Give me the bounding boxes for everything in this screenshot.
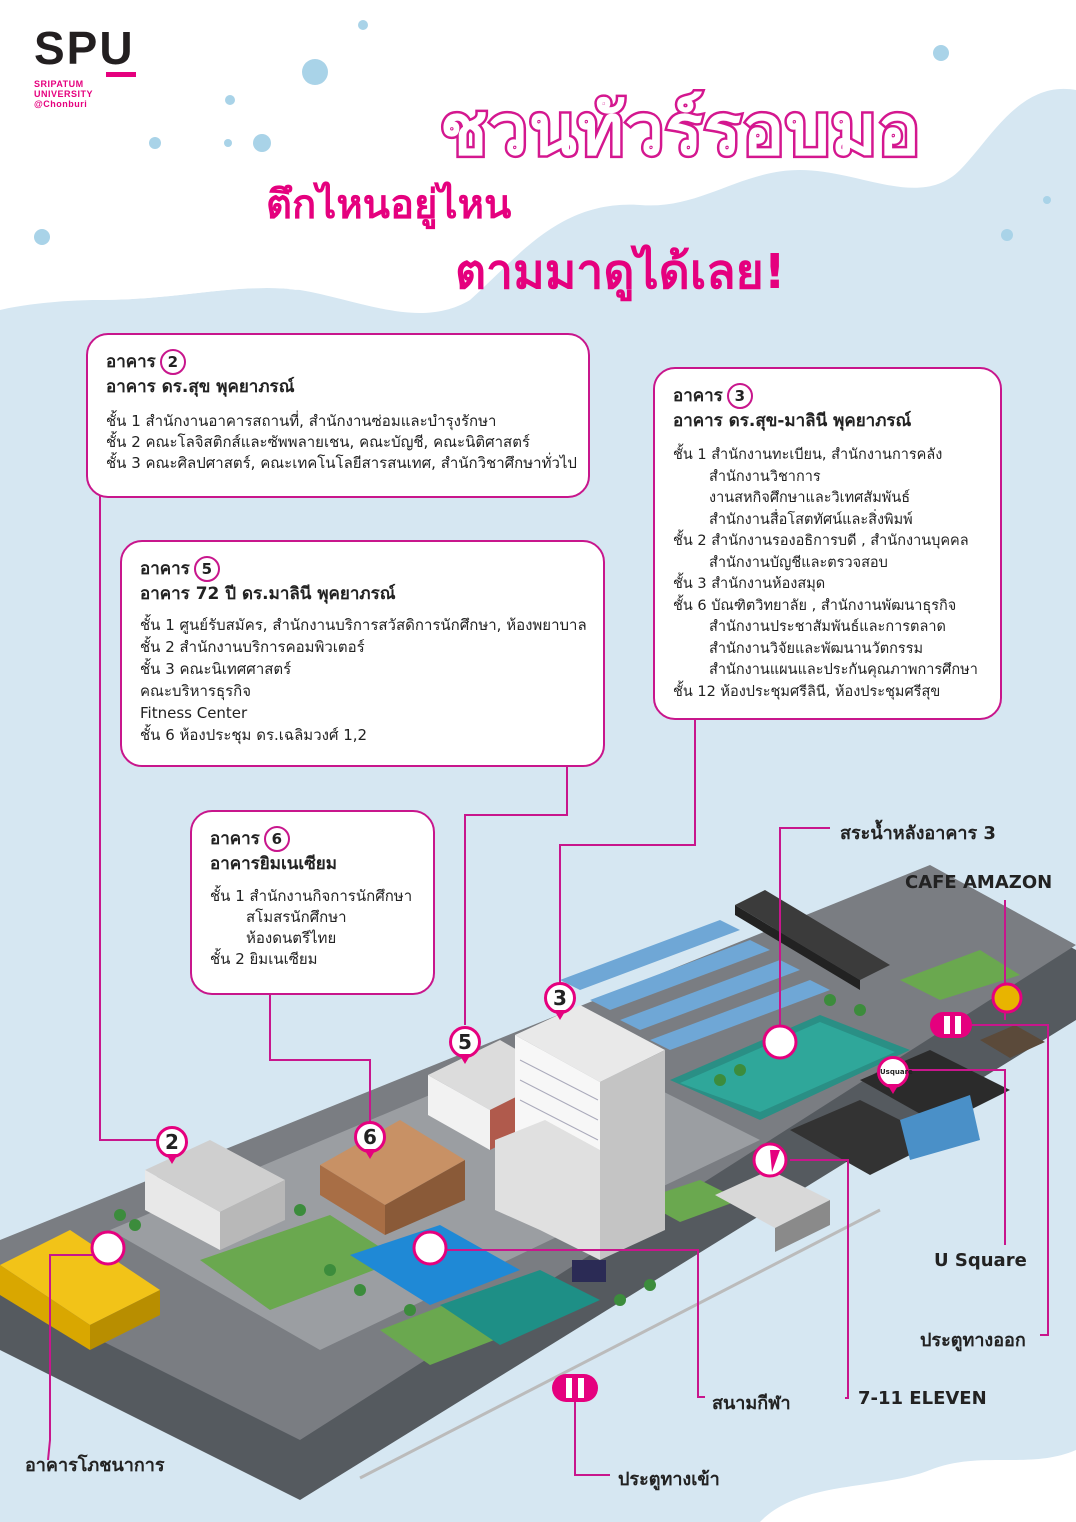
building-2-label: อาคาร xyxy=(106,352,156,372)
building-3-label: อาคาร xyxy=(673,386,723,406)
cafe-amazon-label: CAFE AMAZON xyxy=(905,872,1053,893)
stadium-label: สนามกีฬา xyxy=(712,1393,791,1414)
usquare-label: U Square xyxy=(934,1250,1027,1271)
building-2-number: 2 xyxy=(159,349,186,375)
usquare-pin: Usquare xyxy=(877,1056,913,1094)
building-6-name: อาคารยิมเนเซียม xyxy=(210,854,337,874)
building-3-name: อาคาร ดร.สุข-มาลินี พุคยาภรณ์ xyxy=(673,411,912,431)
exit-gate-label: ประตูทางออก xyxy=(920,1330,1026,1351)
building-3-floor-line: สำนักงานสื่อโสตทัศน์และสิ่งพิมพ์ xyxy=(709,511,913,528)
building-5-floor-line: ชั้น 3 คณะนิเทศศาสตร์ xyxy=(140,660,292,678)
building-5-floor-line: ชั้น 2 สำนักงานบริการคอมพิวเตอร์ xyxy=(140,638,365,656)
subtitle-1: ตึกไหนอยู่ไหน xyxy=(266,182,512,228)
subtitle-2: ตามมาดูได้เลย! xyxy=(455,244,786,300)
building-3-floor-line: งานสหกิจศึกษาและวิเทศสัมพันธ์ xyxy=(709,490,911,506)
building-3-floor-line: ชั้น 1 สำนักงานทะเบียน, สำนักงานการคลัง xyxy=(673,447,943,463)
building-6-floor-line: ชั้น 1 สำนักงานกิจการนักศึกษา xyxy=(210,887,413,905)
building-5-floor-line: ชั้น 1 ศูนย์รับสมัคร, สำนักงานบริการสวัส… xyxy=(140,616,587,634)
building-3-floor-line: สำนักงานบัญชีและตรวจสอบ xyxy=(709,554,888,571)
pool-label: สระน้ำหลังอาคาร 3 xyxy=(840,823,996,844)
building-3-floor-line: สำนักงานวิชาการ xyxy=(709,468,821,485)
seven-eleven-label: 7-11 ELEVEN xyxy=(858,1388,987,1409)
building-2-floor-line: ชั้น 2 คณะโลจิสติกส์และซัพพลายเชน, คณะบั… xyxy=(106,433,530,451)
building-2-name: อาคาร ดร.สุข พุคยาภรณ์ xyxy=(106,377,295,397)
building-6-floor-line: สโมสรนักศึกษา xyxy=(246,908,347,926)
building-5-pin: 5 xyxy=(449,1026,481,1064)
logo-line2: UNIVERSITY xyxy=(34,89,94,99)
logo-line1: SRIPATUM xyxy=(34,79,84,89)
canteen-label: อาคารโภชนาการ xyxy=(25,1455,165,1476)
entrance-gate-label: ประตูทางเข้า xyxy=(618,1469,720,1490)
building-5-floor-line: คณะบริหารธุรกิจ xyxy=(140,682,252,700)
building-2-pin: 2 xyxy=(156,1126,188,1164)
building-3-floor-line: ชั้น 12 ห้องประชุมศรีลินี, ห้องประชุมศรี… xyxy=(673,683,941,700)
building-6-floor-line: ชั้น 2 ยิมเนเซียม xyxy=(210,950,318,968)
building-3-floor-line: สำนักงานวิจัยและพัฒนานวัตกรรม xyxy=(709,640,924,657)
building-6-number: 6 xyxy=(263,826,290,852)
building-3-number: 3 xyxy=(726,383,753,409)
building-5-label: อาคาร xyxy=(140,559,190,579)
building-6-floor-line: ห้องดนตรีไทย xyxy=(246,929,337,947)
building-3-floor-line: ชั้น 6 บัณฑิตวิทยาลัย , สำนักงานพัฒนาธุร… xyxy=(673,597,957,614)
spu-logo: SPU SRIPATUM UNIVERSITY @Chonburi xyxy=(34,22,144,109)
building-3-pin: 3 xyxy=(544,982,576,1020)
building-5-number: 5 xyxy=(193,556,220,582)
main-title: ชวนทัวร์รอบมอ xyxy=(438,87,923,174)
building-2-floor-line: ชั้น 3 คณะศิลปศาสตร์, คณะเทคโนโลยีสารสนเ… xyxy=(106,454,577,472)
building-5-floor-line: Fitness Center xyxy=(140,704,248,722)
building-3-floor-line: สำนักงานประชาสัมพันธ์และการตลาด xyxy=(709,619,946,635)
logo-line3: @Chonburi xyxy=(34,99,88,109)
building-6-label: อาคาร xyxy=(210,829,260,849)
building-6-pin: 6 xyxy=(354,1121,386,1159)
building-2-floor-line: ชั้น 1 สำนักงานอาคารสถานที่, สำนักงานซ่อ… xyxy=(106,412,497,430)
building-3-floor-line: ชั้น 3 สำนักงานห้องสมุด xyxy=(673,576,826,592)
logo-mark: SPU xyxy=(34,22,135,74)
building-3-floor-line: สำนักงานแผนและประกันคุณภาพการศึกษา xyxy=(709,662,978,678)
building-5-name: อาคาร 72 ปี ดร.มาลินี พุคยาภรณ์ xyxy=(140,584,396,604)
building-3-floor-line: ชั้น 2 สำนักงานรองอธิการบดี , สำนักงานบุ… xyxy=(673,533,969,549)
building-5-floor-line: ชั้น 6 ห้องประชุม ดร.เฉลิมวงศ์ 1,2 xyxy=(140,726,368,744)
logo-bar xyxy=(106,72,136,77)
